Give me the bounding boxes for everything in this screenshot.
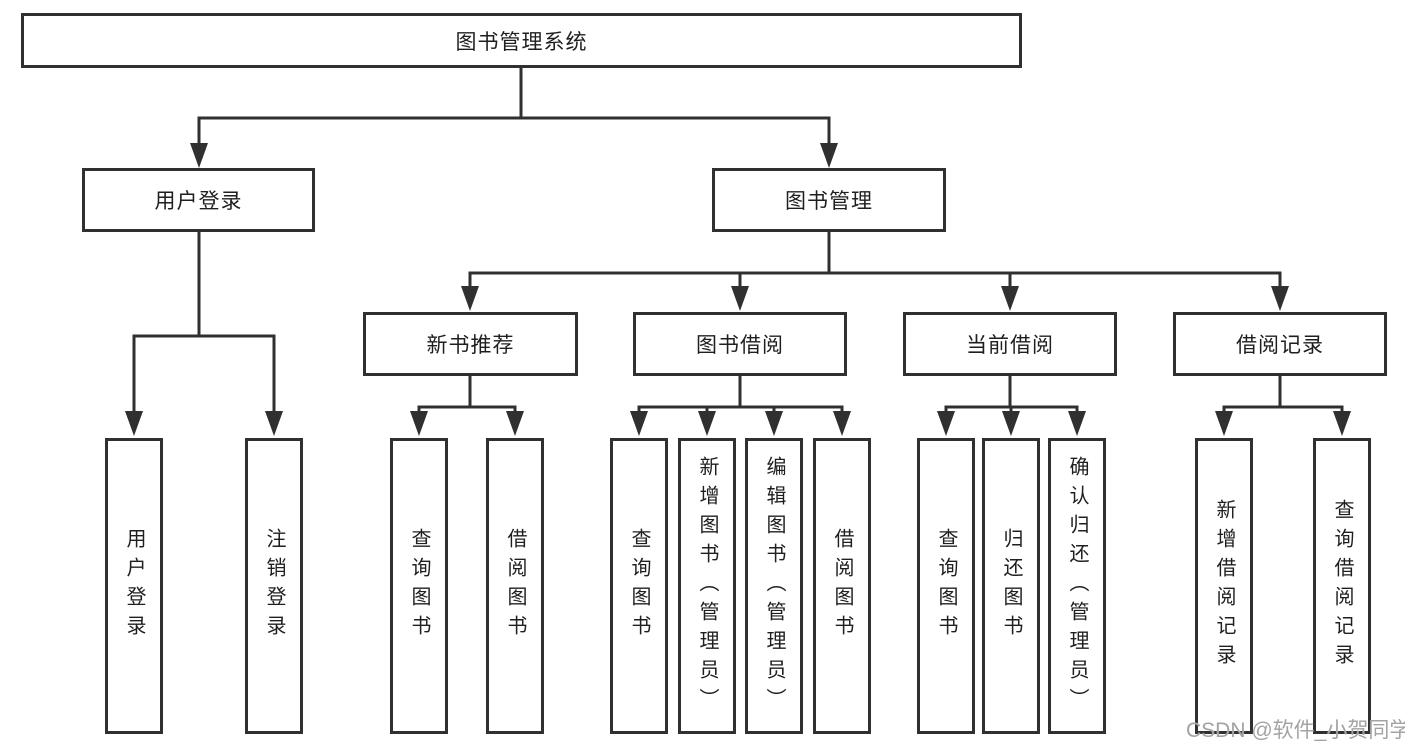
watermark: CSDN @软件_小贺同学 [1186, 719, 1405, 742]
arrowhead-nb-query [410, 411, 428, 436]
leaf-br-add-record-label: 新增借阅记录 [1213, 499, 1235, 673]
leaf-user-login-label: 用户登录 [123, 528, 145, 644]
leaf-cb-query-books-label: 查询图书 [935, 528, 957, 644]
leaf-nb-borrow-books: 借阅图书 [486, 438, 544, 734]
leaf-logout-label: 注销登录 [263, 528, 285, 644]
node-new-book-recommend: 新书推荐 [363, 312, 578, 376]
connector-user-login-branch [132, 334, 276, 412]
node-borrowing-records-label: 借阅记录 [1236, 334, 1324, 357]
arrowhead-leaf-login [125, 411, 143, 436]
arrowhead-br-query [1333, 411, 1351, 436]
arrowhead-borrowing-records [1271, 286, 1289, 311]
node-book-borrowing-label: 图书借阅 [696, 334, 784, 357]
node-book-management-label: 图书管理 [785, 190, 873, 213]
leaf-bb-borrow-books-label: 借阅图书 [831, 528, 853, 644]
node-user-login-label: 用户登录 [154, 190, 243, 213]
leaf-br-query-record-label: 查询借阅记录 [1331, 499, 1353, 673]
arrowhead-book-borrowing [731, 286, 749, 311]
node-current-borrowing-label: 当前借阅 [966, 334, 1054, 357]
arrowhead-user-login [190, 143, 208, 168]
node-root-label: 图书管理系统 [455, 30, 588, 54]
node-current-borrowing: 当前借阅 [903, 312, 1117, 376]
leaf-cb-return-books-label: 归还图书 [1000, 528, 1022, 644]
node-root: 图书管理系统 [21, 13, 1022, 68]
connector-records-branch [1222, 405, 1344, 413]
arrowhead-bb-borrow [833, 411, 851, 436]
leaf-logout: 注销登录 [245, 438, 303, 734]
connector-borrowing-branch [637, 405, 844, 413]
arrowhead-cb-query [937, 411, 955, 436]
leaf-cb-confirm-return-admin: 确认归还（管理员） [1048, 438, 1106, 734]
node-borrowing-records: 借阅记录 [1173, 312, 1387, 376]
node-book-management: 图书管理 [712, 168, 946, 232]
leaf-bb-add-books-admin: 新增图书（管理员） [678, 438, 736, 734]
arrowhead-cb-confirm [1068, 411, 1086, 436]
arrowhead-book-management [820, 143, 838, 168]
leaf-br-query-record: 查询借阅记录 [1313, 438, 1371, 734]
leaf-bb-query-books-label: 查询图书 [628, 528, 650, 644]
leaf-nb-query-books-label: 查询图书 [408, 528, 430, 644]
leaf-user-login: 用户登录 [105, 438, 163, 734]
leaf-bb-edit-books-admin: 编辑图书（管理员） [745, 438, 803, 734]
leaf-bb-query-books: 查询图书 [610, 438, 668, 734]
arrowhead-cb-return [1002, 411, 1020, 436]
arrowhead-nb-borrow [506, 411, 524, 436]
leaf-bb-borrow-books: 借阅图书 [813, 438, 871, 734]
connector-level2-branch [468, 271, 1282, 288]
node-new-book-recommend-label: 新书推荐 [426, 334, 515, 357]
leaf-nb-query-books: 查询图书 [390, 438, 448, 734]
node-user-login: 用户登录 [82, 168, 315, 232]
connector-level1-branch [197, 116, 831, 144]
connector-new-book-branch [417, 405, 517, 413]
arrowhead-current-borrowing [1001, 286, 1019, 311]
leaf-cb-query-books: 查询图书 [917, 438, 975, 734]
leaf-cb-confirm-return-admin-label: 确认归还（管理员） [1066, 455, 1088, 717]
arrowhead-bb-add [698, 411, 716, 436]
leaf-nb-borrow-books-label: 借阅图书 [504, 528, 526, 644]
node-book-borrowing: 图书借阅 [633, 312, 847, 376]
leaf-bb-add-books-admin-label: 新增图书（管理员） [696, 455, 718, 717]
arrowhead-bb-query [630, 411, 648, 436]
arrowhead-br-add [1215, 411, 1233, 436]
leaf-br-add-record: 新增借阅记录 [1195, 438, 1253, 734]
leaf-bb-edit-books-admin-label: 编辑图书（管理员） [763, 455, 785, 717]
arrowhead-new-book-recommend [461, 286, 479, 311]
leaf-cb-return-books: 归还图书 [982, 438, 1040, 734]
arrowhead-leaf-logout [265, 411, 283, 436]
arrowhead-bb-edit [765, 411, 783, 436]
